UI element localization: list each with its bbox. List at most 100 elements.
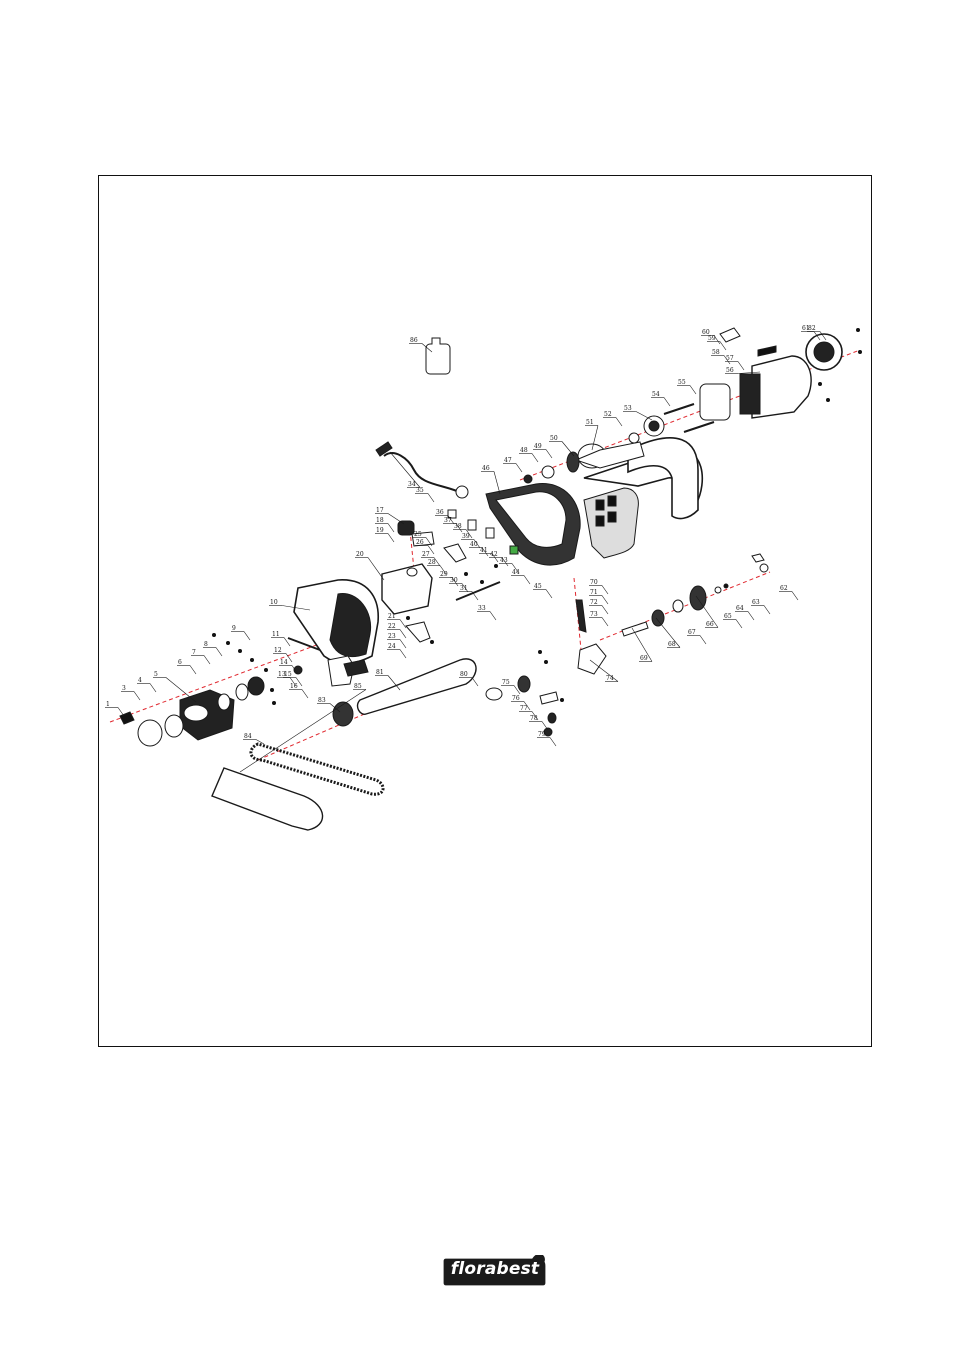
leader-line-11 [283, 637, 291, 647]
leader-line-57 [737, 361, 745, 371]
part-label-61: 61 [802, 325, 810, 332]
leader-line-40 [481, 547, 489, 557]
vent-slot [607, 495, 617, 507]
lever-77 [539, 691, 559, 705]
spring-71 [575, 599, 587, 633]
leader-line-84 [255, 739, 265, 745]
screw [560, 698, 564, 702]
sprocket-83 [332, 701, 354, 727]
screw [544, 660, 548, 664]
leader-line-42 [501, 557, 509, 567]
screw [270, 688, 274, 692]
saw-chain-84 [249, 742, 385, 796]
part-label-21: 21 [388, 613, 396, 620]
stator-53 [699, 383, 731, 421]
part-label-73: 73 [590, 611, 598, 618]
screw-group [212, 328, 862, 705]
leader-line-61 [813, 331, 821, 341]
part-label-29: 29 [440, 571, 448, 578]
lever-27 [443, 543, 467, 563]
part-label-6: 6 [178, 659, 182, 666]
part-label-80: 80 [460, 671, 468, 678]
leader-line-80 [471, 677, 479, 687]
leader-line-79 [549, 737, 557, 747]
part-label-15: 15 [284, 671, 292, 678]
leader-line-35 [427, 493, 435, 503]
screw [226, 641, 230, 645]
part-label-45: 45 [534, 583, 542, 590]
leader-line-66 [695, 595, 719, 628]
knob-3 [137, 719, 163, 747]
leader-line-9 [243, 631, 251, 641]
leader-line-30 [461, 583, 469, 593]
part-label-9: 9 [232, 625, 236, 632]
long-screw-54 [663, 403, 695, 415]
leader-line-69 [631, 627, 653, 662]
knob-ring-4 [164, 714, 184, 738]
part-label-77: 77 [520, 705, 528, 712]
part-label-65: 65 [724, 613, 732, 620]
leader-line-3 [133, 691, 141, 701]
part-label-67: 67 [688, 629, 696, 636]
leader-line-38 [465, 529, 473, 539]
part-label-33: 33 [478, 605, 486, 612]
spindle-69 [621, 621, 649, 637]
block-40 [485, 527, 495, 539]
part-label-40: 40 [470, 541, 478, 548]
leader-line-55 [689, 385, 697, 395]
leader-line-43 [511, 563, 519, 573]
oil-bottle-86 [425, 337, 451, 375]
leader-line-15 [295, 677, 303, 687]
leader-line-62 [791, 591, 799, 601]
leader-line-25 [425, 537, 433, 547]
long-screw [683, 421, 715, 433]
armature-core [574, 441, 645, 469]
diagram-frame [98, 175, 872, 1047]
leader-line-67 [699, 635, 707, 645]
leader-line-70 [601, 585, 609, 595]
leader-line-21 [399, 619, 407, 629]
part-label-35: 35 [416, 487, 424, 494]
leader-line-68 [655, 617, 681, 648]
part-label-24: 24 [388, 643, 396, 650]
part-label-56: 56 [726, 367, 734, 374]
screw [858, 350, 862, 354]
part-label-18: 18 [376, 517, 384, 524]
washer-80 [485, 687, 503, 701]
screw [238, 649, 242, 653]
part-label-5: 5 [154, 671, 158, 678]
leader-line-20 [367, 557, 385, 581]
part-label-79: 79 [538, 731, 546, 738]
clip-64 [723, 583, 729, 589]
screw [464, 572, 468, 576]
parts-drawing [119, 327, 862, 831]
leader-line-48 [531, 453, 539, 463]
screw [856, 328, 860, 332]
leader-line-33 [489, 611, 497, 621]
leader-line-26 [427, 545, 435, 555]
part-label-53: 53 [624, 405, 632, 412]
clip-57 [757, 345, 777, 357]
leader-line-46 [493, 471, 501, 495]
part-label-66: 66 [706, 621, 714, 628]
leader-line-19 [387, 533, 395, 543]
power-cable-34 [383, 452, 465, 495]
part-label-46: 46 [482, 465, 490, 472]
bearing-52 [628, 432, 640, 444]
part-label-48: 48 [520, 447, 528, 454]
part-label-7: 7 [192, 649, 196, 656]
screw [480, 580, 484, 584]
part-label-31: 31 [460, 585, 468, 592]
leader-line-37 [455, 523, 463, 533]
leader-line-4 [149, 683, 157, 693]
part-label-10: 10 [270, 599, 278, 606]
leader-line-51 [591, 425, 599, 451]
leader-line-71 [601, 595, 609, 605]
part-label-58: 58 [712, 349, 720, 356]
leader-line-6 [189, 665, 197, 675]
part-label-84: 84 [244, 733, 252, 740]
part-label-27: 27 [422, 551, 430, 558]
leader-line-52 [615, 417, 623, 427]
screw [264, 668, 268, 672]
part-label-57: 57 [726, 355, 734, 362]
